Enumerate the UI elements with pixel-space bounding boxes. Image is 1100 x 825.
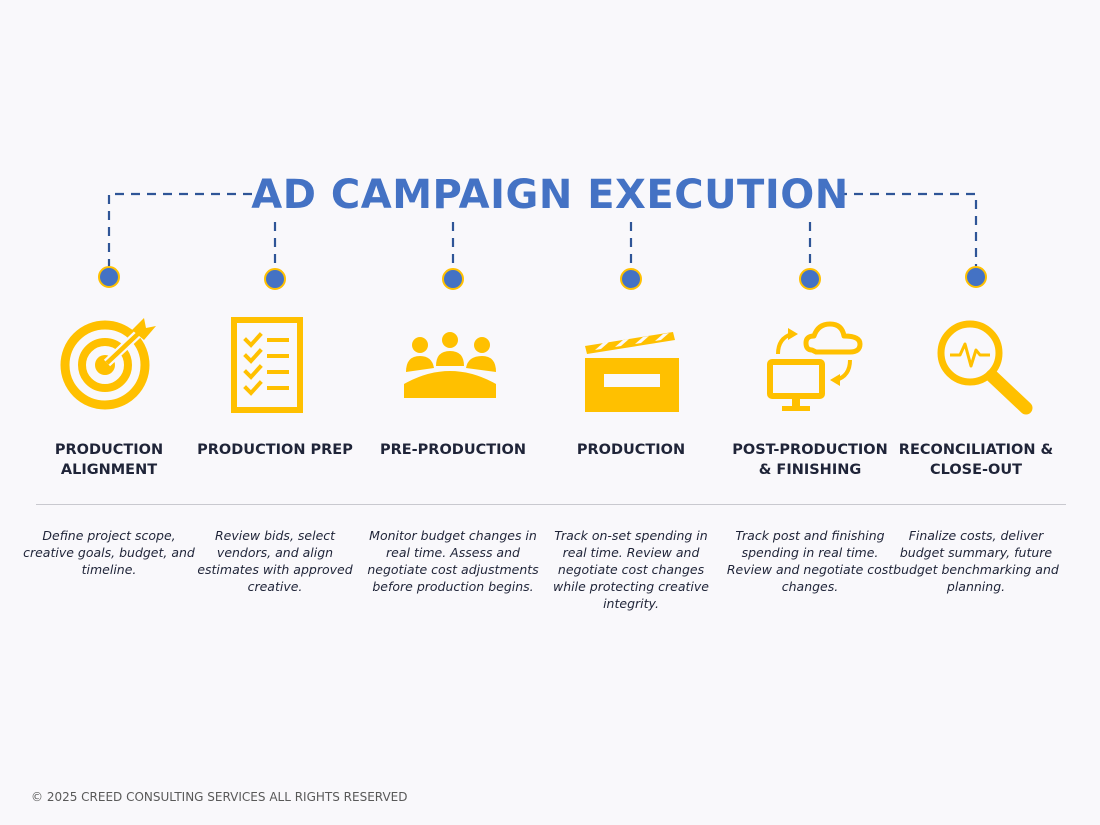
- copyright-footer: © 2025 CREED CONSULTING SERVICES ALL RIG…: [31, 790, 408, 804]
- stage-description-production-prep: Review bids, select vendors, and align e…: [197, 528, 353, 594]
- stage-node-2: [264, 268, 286, 290]
- stage-label-post-production: POST-PRODUCTION & FINISHING: [732, 442, 888, 478]
- stage-description-production: Track on-set spending in real time. Revi…: [553, 528, 709, 611]
- stage-label-production-alignment: PRODUCTION ALIGNMENT: [54, 442, 164, 478]
- stage-label-pre-production: PRE-PRODUCTION: [379, 442, 527, 458]
- checklist-icon: [212, 310, 322, 420]
- stage-label-reconciliation: RECONCILIATION & CLOSE-OUT: [898, 442, 1054, 478]
- stage-description-post-production: Track post and finishing spending in rea…: [726, 528, 894, 594]
- target-arrow-icon: [52, 310, 162, 420]
- clapperboard-icon: [577, 310, 687, 420]
- diagram-title: AD CAMPAIGN EXECUTION: [251, 172, 849, 218]
- stage-label-production-prep: PRODUCTION PREP: [197, 442, 353, 458]
- stage-label-production: PRODUCTION: [576, 442, 686, 458]
- cloud-sync-monitor-icon: [760, 310, 870, 420]
- stage-node-6: [965, 266, 987, 288]
- stage-description-reconciliation: Finalize costs, deliver budget summary, …: [893, 528, 1059, 594]
- connector-right-branch: [838, 192, 978, 266]
- meeting-table-icon: [398, 310, 508, 420]
- stage-node-3: [442, 268, 464, 290]
- magnifier-pulse-icon: [928, 310, 1038, 420]
- stage-description-pre-production: Monitor budget changes in real time. Ass…: [367, 528, 539, 594]
- connector-left-branch: [107, 192, 252, 266]
- stage-node-4: [620, 268, 642, 290]
- stage-node-5: [799, 268, 821, 290]
- stage-description-production-alignment: Define project scope, creative goals, bu…: [23, 528, 195, 577]
- stage-node-1: [98, 266, 120, 288]
- section-divider: [36, 504, 1066, 505]
